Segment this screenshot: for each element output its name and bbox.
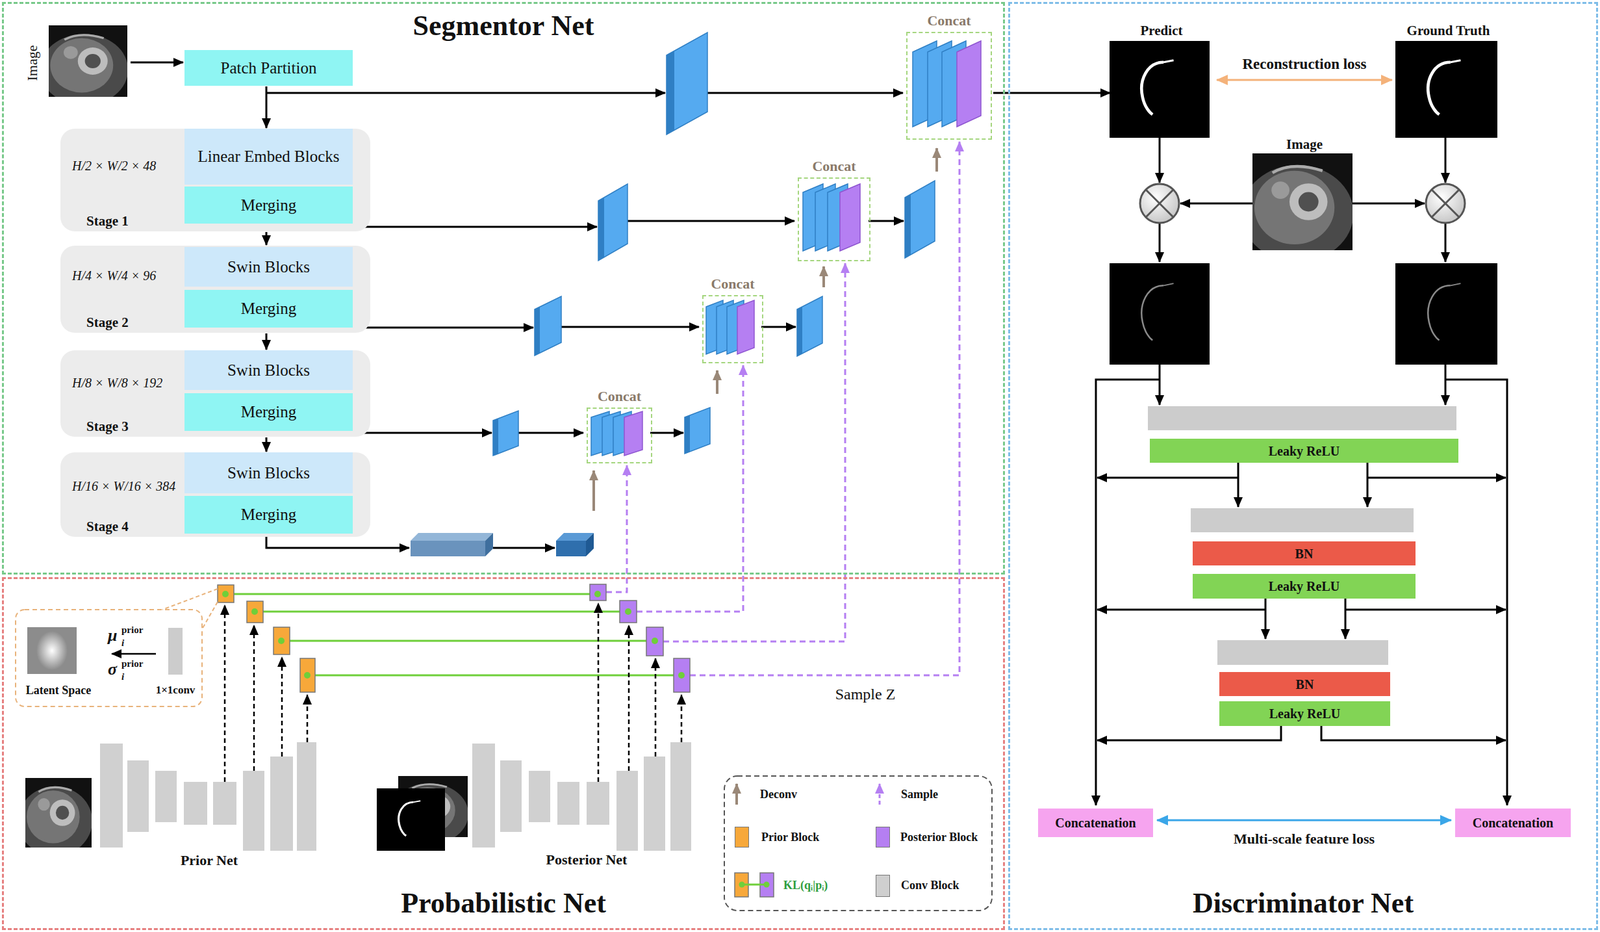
node-label: Concat bbox=[597, 387, 642, 405]
block-box: Merging bbox=[184, 393, 353, 431]
node-label: Swin Blocks bbox=[227, 463, 310, 483]
panel: Segmentor NetImage Patch PartitionH/2 × W… bbox=[1, 1, 1005, 575]
annotation: i bbox=[121, 670, 125, 683]
node-label: H/8 × W/8 × 192 bbox=[72, 375, 163, 390]
node-label: Stage 3 bbox=[86, 418, 129, 434]
stage-box: H/2 × W/2 × 48 Stage 1 Linear Embed Blocks… bbox=[60, 128, 371, 232]
annotation: μ bbox=[107, 626, 117, 645]
node-label: Image bbox=[1286, 136, 1323, 153]
node-label: Merging bbox=[241, 402, 297, 422]
stage-box: H/8 × W/8 × 192Stage 3 Swin BlocksMerging bbox=[60, 350, 371, 437]
legend-swatch bbox=[875, 826, 890, 848]
layer-bar: Leaky ReLU bbox=[1219, 700, 1391, 726]
node-label: Swin Blocks bbox=[227, 257, 310, 277]
annotation: Latent Space bbox=[25, 682, 92, 698]
block-box: Merging bbox=[184, 289, 353, 328]
concat-box: Concat bbox=[702, 294, 764, 364]
node-label: Ground Truth bbox=[1407, 22, 1491, 39]
connector bbox=[130, 61, 184, 64]
legend-label: Conv Block bbox=[901, 877, 960, 892]
edge-label: Reconstruction loss bbox=[1242, 55, 1367, 74]
annotation: Posterior Net bbox=[546, 850, 628, 868]
node-label: Linear Embed Blocks bbox=[198, 146, 340, 167]
node-label: Merging bbox=[241, 195, 297, 216]
connector bbox=[993, 92, 1111, 95]
legend-label: Posterior Block bbox=[900, 829, 978, 844]
annotation: 1×1conv bbox=[155, 682, 196, 698]
panel: Probabilistic Net bbox=[1, 576, 1005, 930]
annotation: i bbox=[121, 636, 125, 649]
concat-box: Concat bbox=[586, 407, 653, 464]
connector bbox=[265, 231, 268, 245]
connector bbox=[1156, 819, 1452, 822]
concat-box: Concat bbox=[797, 177, 871, 262]
layer-bar: Leaky ReLU bbox=[1192, 573, 1416, 599]
block-box: Merging bbox=[184, 186, 353, 224]
node-label: H/16 × W/16 × 384 bbox=[72, 478, 176, 494]
node-label: Stage 2 bbox=[86, 314, 129, 331]
node-label: BN bbox=[1295, 676, 1315, 692]
node-label: Concatenation bbox=[1054, 814, 1136, 831]
legend-swatch bbox=[734, 826, 750, 848]
node-label: Stage 4 bbox=[86, 518, 129, 534]
image-box: Image bbox=[1254, 155, 1355, 253]
edge-label: Multi-scale feature loss bbox=[1233, 829, 1375, 848]
legend-label: Prior Block bbox=[761, 829, 820, 844]
legend-label: Sample bbox=[901, 786, 939, 801]
annotation: prior bbox=[121, 623, 143, 636]
node-label: Discriminator Net bbox=[1192, 886, 1414, 919]
concat-bar: Concatenation bbox=[1455, 808, 1571, 837]
annotation: prior bbox=[121, 657, 143, 670]
annotation: Sample Z bbox=[835, 684, 896, 703]
layer-bar: BN bbox=[1219, 671, 1391, 696]
block-box: Swin Blocks bbox=[184, 452, 353, 494]
concat-bar: Concatenation bbox=[1038, 808, 1154, 837]
node-label: Segmentor Net bbox=[413, 9, 595, 42]
connector bbox=[1216, 79, 1393, 82]
concat-box: Concat bbox=[906, 31, 992, 140]
panel: Discriminator NetPredictGround TruthImag… bbox=[1008, 1, 1599, 930]
node-label: H/2 × W/2 × 48 bbox=[72, 158, 156, 173]
node-label: H/4 × W/4 × 96 bbox=[72, 268, 156, 283]
block-box: Merging bbox=[184, 495, 353, 534]
block-box: Linear Embed Blocks bbox=[184, 128, 353, 185]
legend-label: Deconv bbox=[760, 786, 798, 801]
layer-bar: BN bbox=[1192, 541, 1416, 566]
node-label: Stage 1 bbox=[86, 213, 129, 229]
node-label: Image bbox=[24, 45, 41, 82]
node-label: Concat bbox=[710, 275, 755, 292]
node-label: Merging bbox=[241, 298, 297, 319]
block-box: Swin Blocks bbox=[184, 246, 353, 287]
layer-bar: Leaky ReLU bbox=[1149, 438, 1459, 463]
node-label: Swin Blocks bbox=[227, 360, 310, 381]
node-label: Probabilistic Net bbox=[400, 886, 607, 919]
node-label: Concat bbox=[926, 12, 971, 29]
node-label: Merging bbox=[241, 504, 297, 525]
connector bbox=[265, 437, 268, 452]
connector bbox=[265, 86, 268, 128]
stage-box: H/16 × W/16 × 384Stage 4 Swin BlocksMergi… bbox=[60, 452, 371, 537]
image-box: Ground Truth bbox=[1397, 42, 1500, 140]
image-box: Predict bbox=[1111, 42, 1212, 140]
node-label: Leaky ReLU bbox=[1268, 578, 1340, 594]
connector bbox=[265, 333, 268, 350]
node-label: Leaky ReLU bbox=[1269, 705, 1341, 722]
stage-box: H/4 × W/4 × 96 Stage 2 Swin BlocksMerging bbox=[60, 245, 371, 333]
legend-label: KL(qᵢ|pᵢ) bbox=[783, 877, 828, 892]
node-label: Concatenation bbox=[1472, 814, 1554, 831]
annotation: σ bbox=[107, 660, 117, 679]
process-box: Patch Partition bbox=[184, 50, 353, 86]
input-image: Image bbox=[50, 27, 130, 99]
node-label: Leaky ReLU bbox=[1268, 443, 1340, 459]
node-label: Concat bbox=[812, 157, 856, 175]
node-label: Patch Partition bbox=[220, 58, 318, 78]
block-box: Swin Blocks bbox=[184, 350, 353, 390]
node-label: BN bbox=[1295, 545, 1314, 562]
node-label: Predict bbox=[1140, 22, 1183, 39]
annotation: Prior Net bbox=[180, 851, 238, 869]
legend-swatch bbox=[875, 874, 890, 897]
